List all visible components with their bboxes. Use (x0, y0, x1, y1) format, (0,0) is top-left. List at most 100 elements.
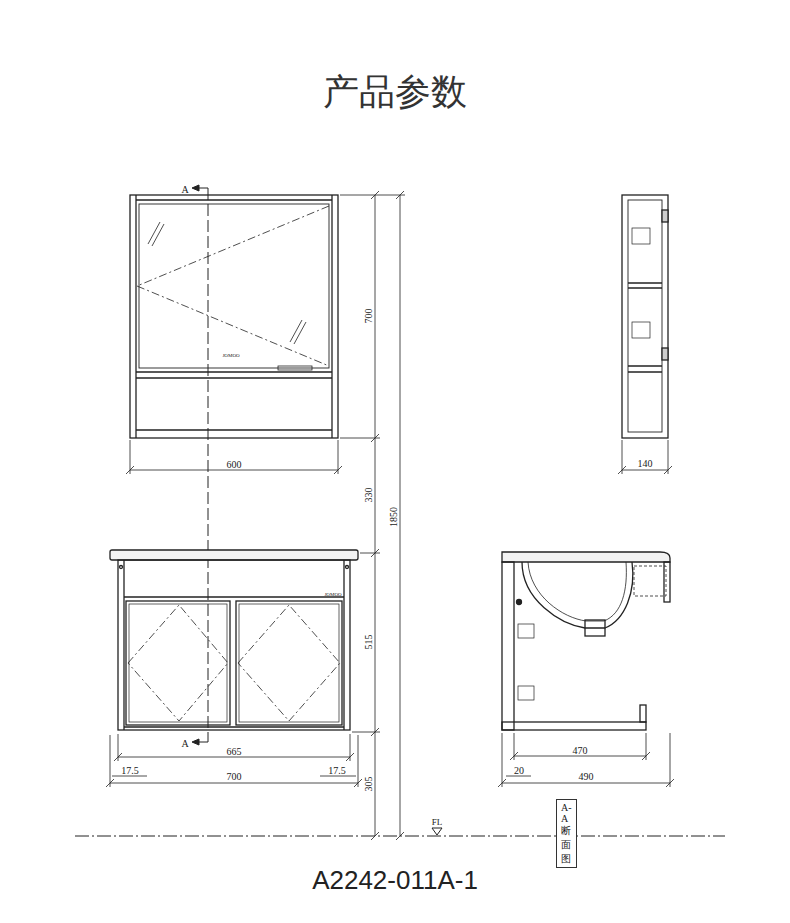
dimension-lines (126, 466, 134, 474)
dimension-label: JOMOO (222, 353, 239, 358)
dimension-label: 700 (364, 309, 374, 324)
mirror-cabinet-side (662, 210, 668, 222)
glass-hatch (148, 222, 306, 344)
vanity-front (124, 726, 344, 727)
tick-mark (371, 434, 379, 442)
mirror-cabinet-front (135, 195, 136, 438)
vanity-section (522, 562, 633, 628)
dimension-label-holder: 17.5 (121, 761, 139, 777)
dimension-label: FL (432, 818, 443, 827)
dimension-lines (106, 779, 114, 787)
dimension-label-holder: 140 (638, 454, 653, 470)
dimension-lines (498, 779, 506, 787)
floor-line (75, 828, 725, 836)
dimension-label-holder: 470 (573, 741, 588, 757)
vanity-front (239, 604, 339, 722)
dimension-lines (354, 779, 362, 787)
dimension-label-holder: 515 (359, 635, 375, 650)
tick-mark (396, 191, 404, 199)
vanity-section (502, 552, 670, 562)
vanity-front (120, 566, 123, 569)
dimension-lines (340, 195, 405, 196)
dimension-lines (114, 753, 122, 761)
dimension-lines (130, 440, 131, 474)
glass-hatch (152, 224, 164, 246)
dimension-lines (110, 735, 111, 787)
dimension-label-holder: 490 (579, 767, 594, 783)
mirror-cabinet-front (130, 195, 338, 438)
dimension-lines (622, 440, 623, 474)
vanity-front (128, 605, 228, 721)
glass-hatch (148, 222, 160, 244)
mirror-cabinet-front (136, 371, 332, 372)
dimension-lines (375, 195, 376, 836)
dimension-lines (360, 553, 380, 554)
page-title: 产品参数 (323, 74, 467, 110)
vanity-front (129, 604, 227, 722)
dimension-lines (106, 191, 674, 840)
vanity-front (238, 605, 340, 721)
dimension-label-holder: 305 (359, 777, 375, 792)
mirror-cabinet-side (632, 228, 650, 244)
dimension-label-holder: 700 (359, 309, 375, 324)
vanity-front (110, 550, 358, 730)
vanity-section (502, 722, 646, 730)
dimension-label-holder: 330 (359, 488, 375, 503)
vanity-front (343, 560, 344, 730)
model-number-holder: A2242-011A-1 (312, 867, 478, 893)
vanity-front (346, 566, 349, 569)
dimension-lines (338, 440, 339, 474)
section-line (192, 739, 199, 745)
floor-line (432, 828, 442, 835)
mirror-cabinet-front (278, 366, 312, 370)
vanity-front (123, 560, 124, 730)
vanity-section (664, 562, 670, 602)
dimension-label-holder: 700 (227, 767, 242, 783)
dimension-label-holder: 600 (227, 455, 242, 471)
dimension-lines (642, 752, 650, 760)
dimension-label-holder: 17.5 (328, 761, 346, 777)
dimension-label-holder: JOMOO (324, 583, 341, 599)
mirror-cabinet-side (628, 287, 662, 288)
vanity-section (634, 566, 666, 596)
dimension-label: 1850 (389, 507, 399, 527)
tick-mark (371, 191, 379, 199)
dimension-lines (358, 735, 359, 787)
dimension-label: 140 (638, 459, 653, 469)
dimension-lines (340, 438, 380, 439)
dimension-label-holder: 1850 (384, 507, 400, 527)
dimension-label: 490 (579, 772, 594, 782)
section-title: A-A 断面图 (561, 802, 576, 866)
dimension-lines (618, 466, 626, 474)
vanity-front (110, 550, 358, 560)
tick-mark (371, 549, 379, 557)
dimension-label-holder: A (181, 734, 188, 750)
floor-line (75, 836, 725, 837)
section-line (192, 185, 199, 191)
glass-hatch (294, 322, 306, 344)
dimension-lines (400, 195, 401, 836)
mirror-cabinet-front (136, 429, 332, 430)
vanity-section (640, 705, 646, 722)
dimension-label-holder: JOMOO (222, 344, 239, 360)
dimension-label: 305 (364, 777, 374, 792)
vanity-front (118, 560, 350, 730)
mirror-cabinet-side (628, 200, 662, 432)
vanity-section (502, 562, 514, 730)
mirror-cabinet-side (628, 282, 662, 283)
mirror-cabinet-front (136, 199, 332, 200)
dimension-label: 20 (514, 766, 524, 776)
dimension-label: A (181, 185, 188, 195)
vanity-front (124, 596, 344, 597)
dimension-label-holder: A (181, 180, 188, 196)
mirror-cabinet-front (137, 206, 329, 366)
dimension-label: 17.5 (121, 766, 139, 776)
vanity-section (528, 562, 626, 621)
dimension-label: 515 (364, 635, 374, 650)
dimension-label: 600 (227, 460, 242, 470)
dimension-lines (110, 783, 358, 784)
page-title-holder: 产品参数 (323, 74, 467, 110)
dimension-lines (346, 753, 354, 761)
vanity-section (517, 600, 522, 605)
